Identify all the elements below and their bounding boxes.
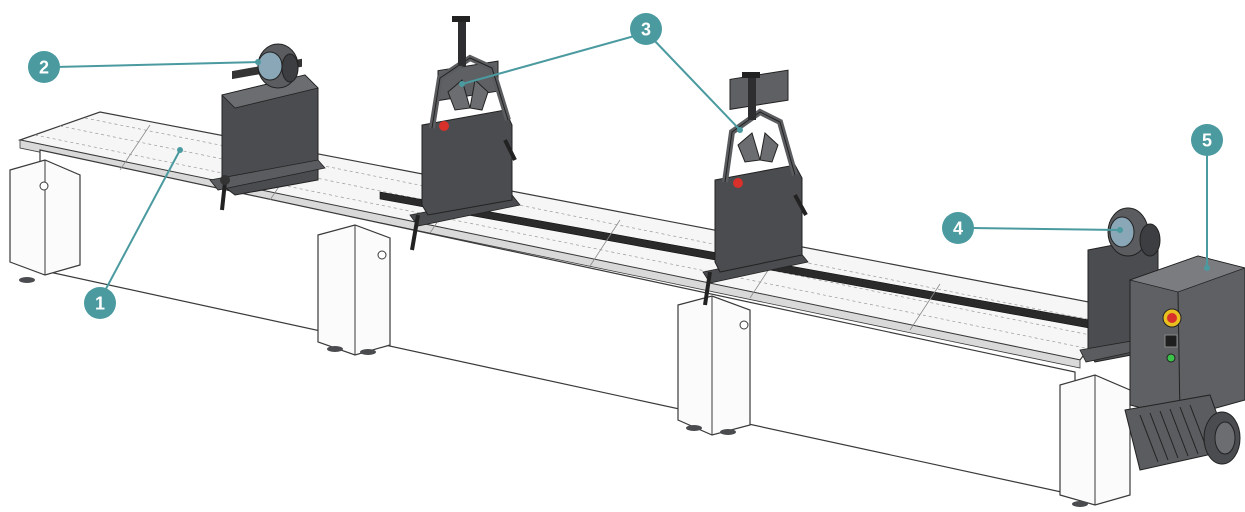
callout-2-label: 2 [39,58,49,78]
callout-2: 2 [28,51,60,83]
leader-3a [461,34,639,85]
callout-1-label: 1 [95,294,105,314]
control-cabinet [1124,255,1245,471]
leg-2 [317,224,391,356]
callout-3: 3 [630,13,662,45]
callout-5: 5 [1191,124,1223,156]
machine-bed [17,111,1122,496]
callout-3-label: 3 [641,20,651,40]
leader-4 [971,227,1121,231]
leg-3 [677,295,751,436]
leader-lines [54,34,1208,301]
leader-3b [651,37,741,131]
clamp-stand-2 [702,69,809,306]
leg-right [1059,374,1131,507]
callout-5-label: 5 [1202,131,1212,151]
leader-2 [54,61,259,68]
callout-4-label: 4 [953,219,963,239]
headstock-left [209,43,326,211]
drive-motor [1124,394,1241,471]
callout-1: 1 [84,287,116,319]
leg-left [9,159,81,283]
callout-4: 4 [942,212,974,244]
support-legs [9,159,1131,507]
clamp-stand-1 [409,16,521,251]
bed-deck-edge [19,139,1081,369]
leader-1 [99,149,181,301]
